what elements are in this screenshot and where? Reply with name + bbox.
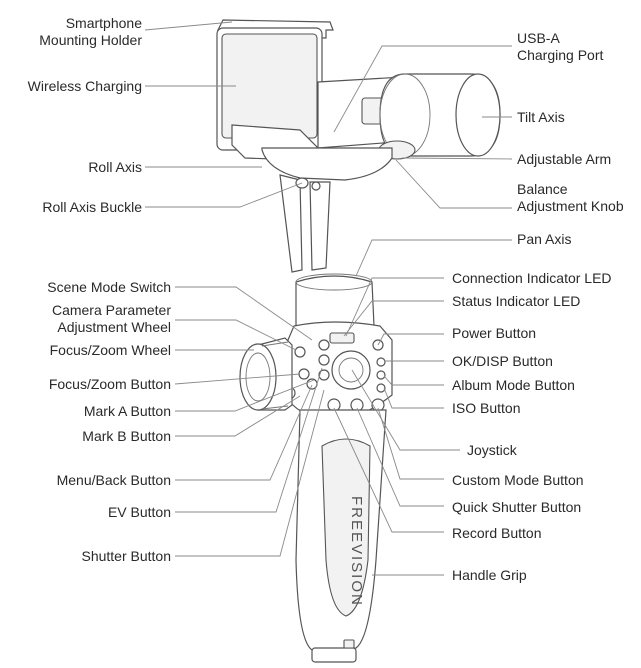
label-ok-disp-button: OK/DISP Button	[452, 353, 553, 369]
label-roll-axis: Roll Axis	[88, 159, 142, 175]
label-roll-axis-buckle: Roll Axis Buckle	[42, 199, 142, 215]
handle-brand-text: FREEVISION	[348, 496, 365, 607]
label-focus-zoom-wheel: Focus/Zoom Wheel	[49, 342, 171, 358]
label-quick-shutter-button: Quick Shutter Button	[452, 499, 582, 515]
label-album-mode-button: Album Mode Button	[452, 377, 575, 393]
label-connection-indicator-led: Connection Indicator LED	[452, 270, 612, 286]
label-tilt-axis: Tilt Axis	[517, 109, 565, 125]
label-ev-button: EV Button	[107, 504, 171, 520]
label-record-button: Record Button	[452, 525, 542, 541]
label-balance-adjustment-knob: Balance Adjustment Knob	[517, 181, 624, 214]
label-joystick: Joystick	[467, 442, 517, 458]
label-power-button: Power Button	[452, 325, 537, 341]
label-wireless-charging: Wireless Charging	[27, 78, 142, 94]
label-status-indicator-led: Status Indicator LED	[452, 293, 581, 309]
label-pan-axis: Pan Axis	[517, 231, 572, 247]
label-mark-a-button: Mark A Button	[83, 403, 171, 419]
tilt-axis-drawing	[378, 73, 501, 160]
label-iso-button: ISO Button	[452, 400, 521, 416]
control-panel-drawing	[282, 321, 393, 421]
label-menu-back-button: Menu/Back Button	[56, 472, 171, 488]
label-custom-mode-button: Custom Mode Button	[452, 472, 584, 488]
smartphone-holder-drawing	[216, 19, 334, 161]
label-handle-grip: Handle Grip	[452, 567, 527, 583]
roll-axis-drawing	[261, 147, 393, 273]
label-shutter-button: Shutter Button	[81, 548, 171, 564]
label-focus-zoom-button: Focus/Zoom Button	[48, 376, 171, 392]
label-camera-parameter-adjustment-wheel: Camera Parameter Adjustment Wheel	[51, 302, 171, 335]
label-mark-b-button: Mark B Button	[82, 428, 171, 444]
label-usb-a-charging-port: USB-A Charging Port	[517, 30, 604, 63]
label-adjustable-arm: Adjustable Arm	[517, 151, 612, 167]
leader-lines	[144, 21, 513, 576]
label-smartphone-mounting-holder: Smartphone Mounting Holder	[39, 15, 142, 48]
label-scene-mode-switch: Scene Mode Switch	[47, 279, 171, 295]
handle-grip-drawing: FREEVISION	[295, 409, 387, 663]
